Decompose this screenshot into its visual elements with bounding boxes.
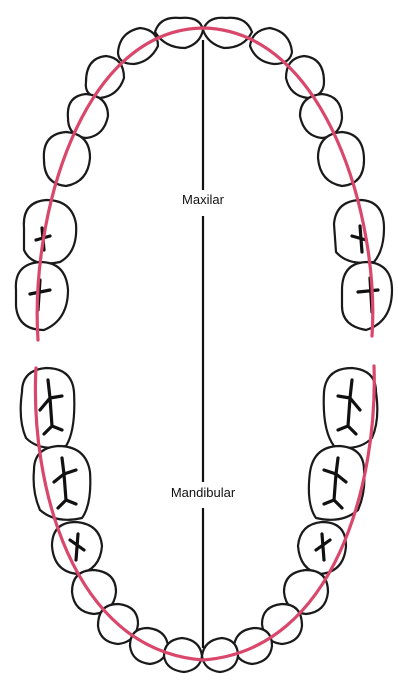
upper-tooth-first-premolar-right — [300, 94, 342, 138]
upper-tooth-central-incisor-left — [155, 18, 203, 48]
mandibular-label: Mandibular — [168, 484, 238, 501]
upper-tooth-second-molar-left — [16, 262, 68, 330]
upper-tooth-lateral-incisor-right — [250, 28, 292, 64]
upper-tooth-canine-left — [86, 56, 124, 98]
upper-tooth-second-premolar-left — [44, 132, 90, 186]
maxillary-label: Maxilar — [179, 191, 227, 208]
lower-arch — [21, 368, 378, 672]
upper-tooth-lateral-incisor-left — [118, 28, 158, 64]
upper-tooth-canine-right — [286, 56, 324, 98]
upper-tooth-second-molar-right — [342, 262, 392, 330]
upper-tooth-second-premolar-right — [318, 132, 364, 186]
upper-tooth-central-incisor-right — [203, 18, 252, 48]
